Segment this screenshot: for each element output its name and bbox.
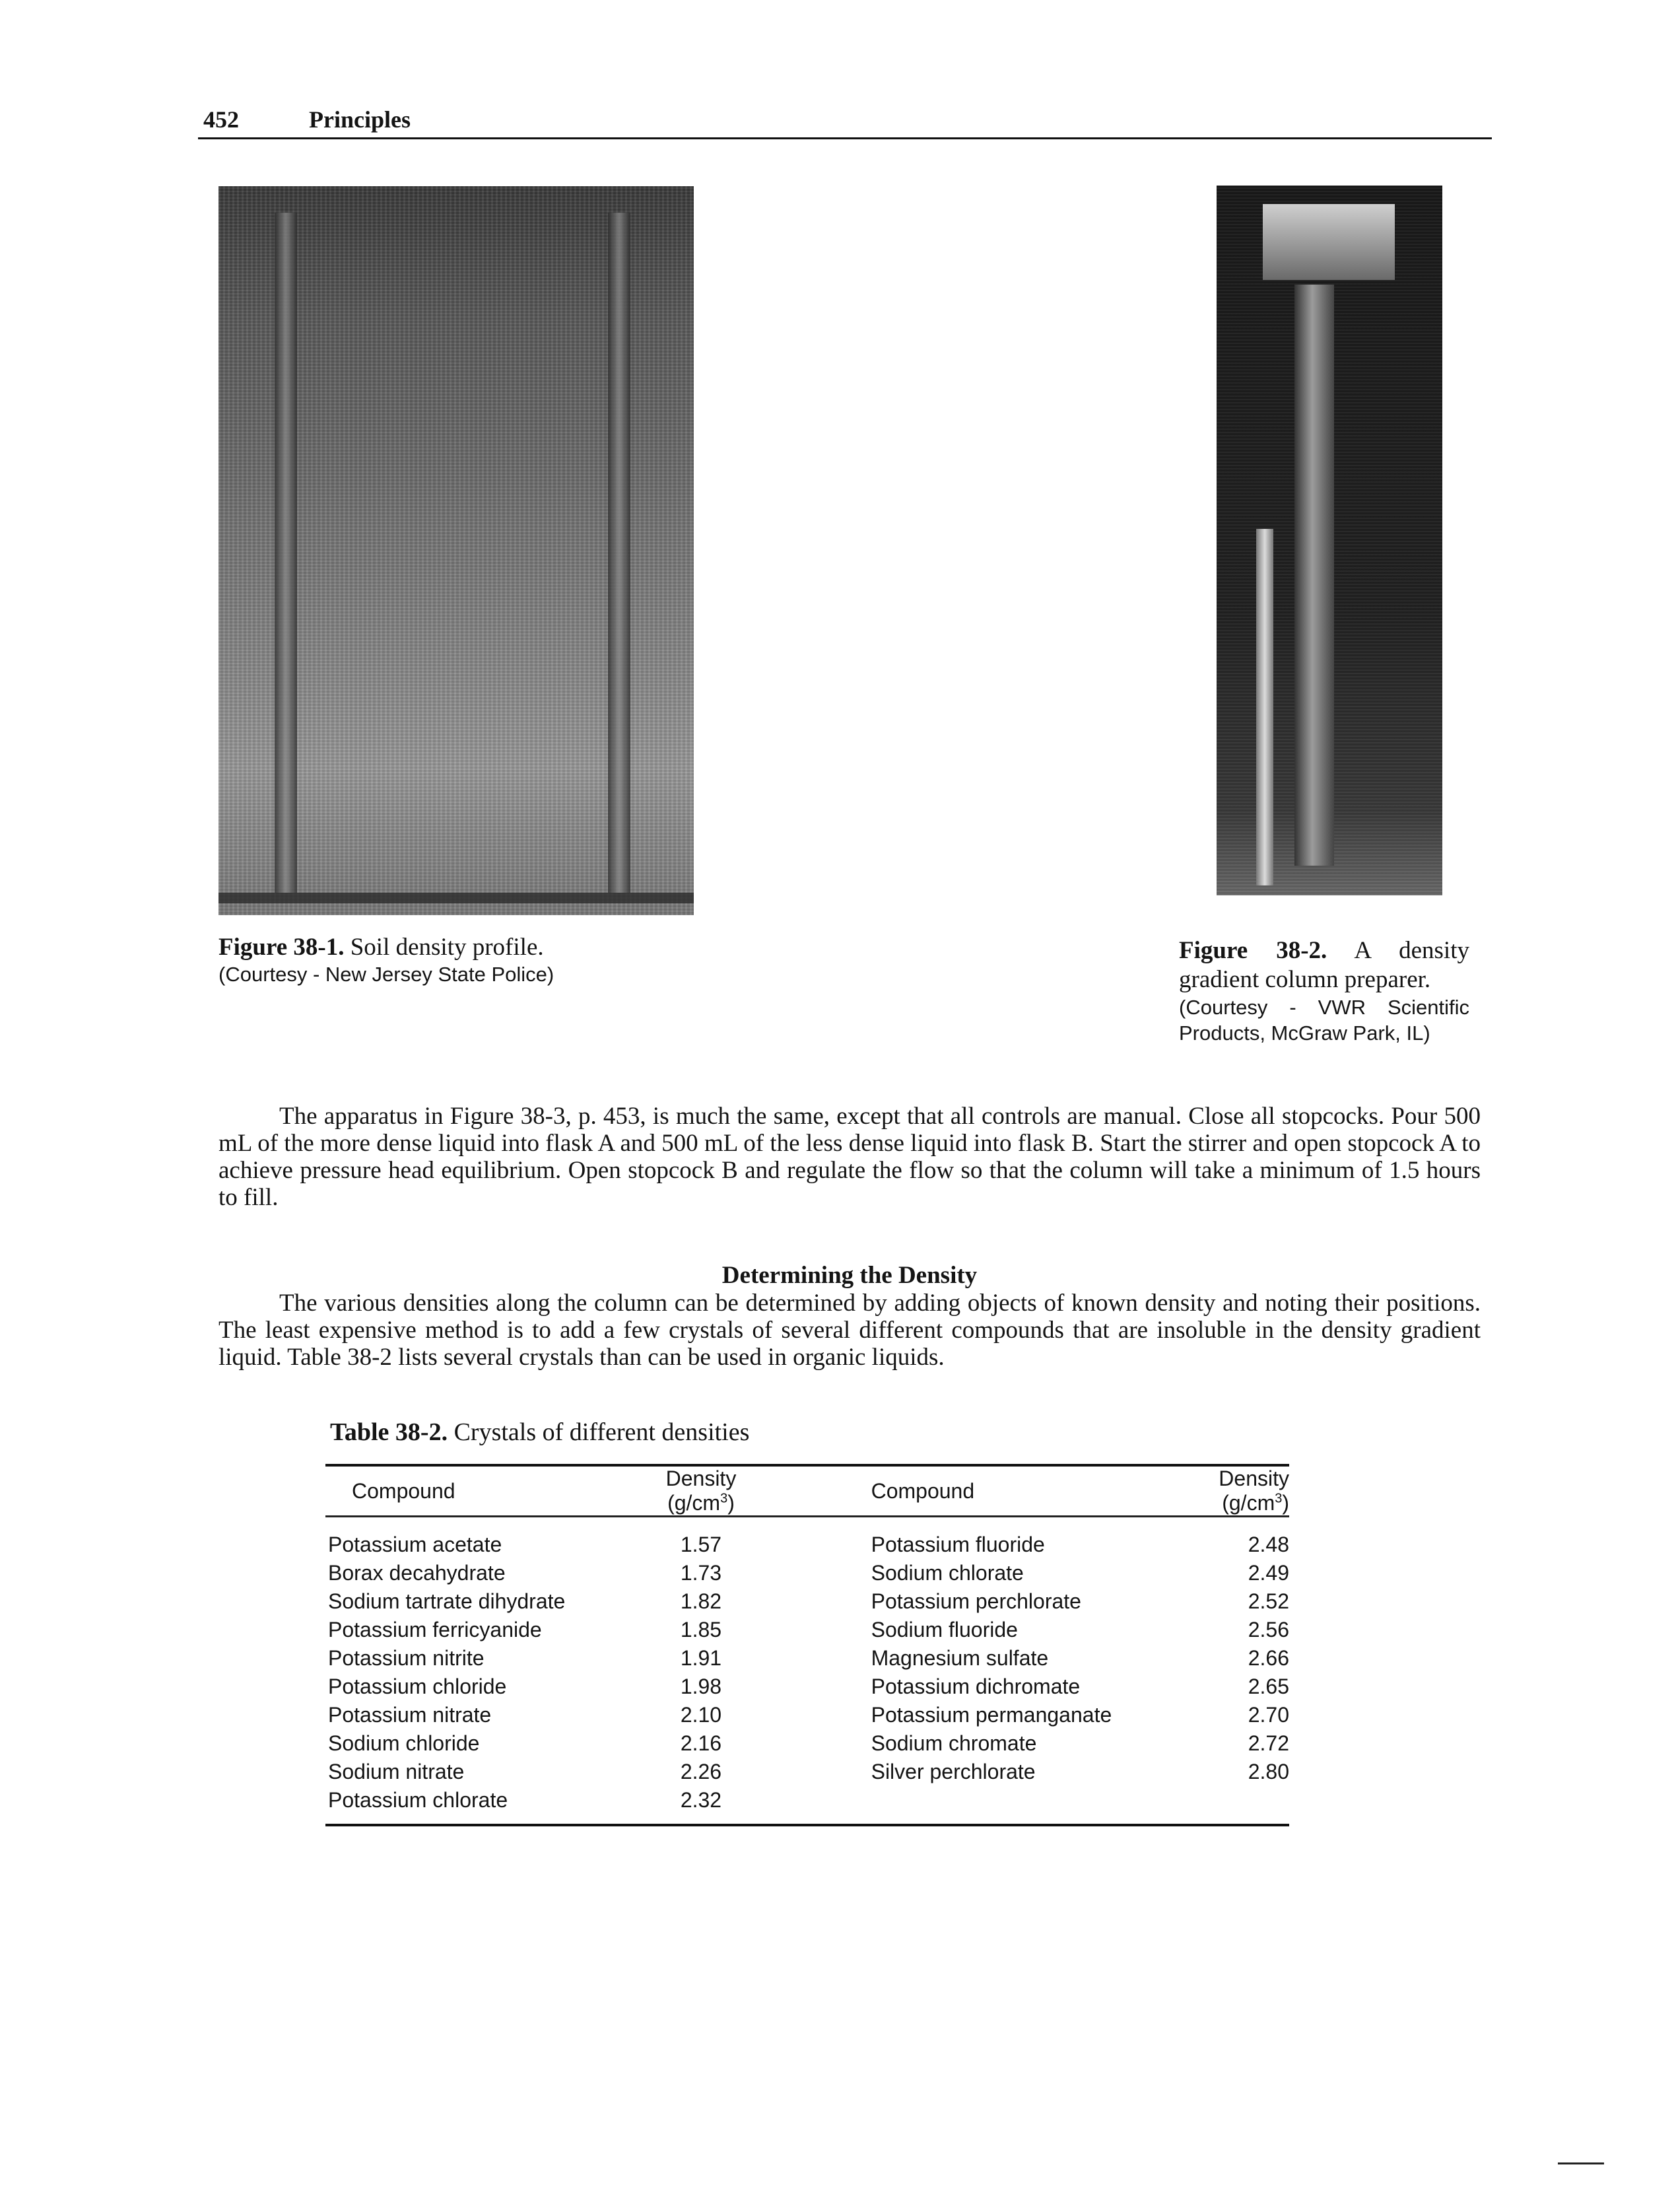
crystals-density-table: Compound Density (g/cm3) Compound Densit… [325,1464,1289,1826]
density-cell: 2.66 [1248,1646,1289,1670]
running-header: 452 Principles [198,104,1492,141]
figure-title: Soil density profile. [350,934,544,961]
table-bottom-rule [325,1824,1289,1826]
density-cell: 2.48 [1248,1533,1289,1556]
compound-cell: Sodium fluoride [871,1618,1018,1642]
table-row: Sodium tartrate dihydrate 1.82 Potassium p… [325,1587,1289,1616]
density-column-left [275,213,297,893]
table-header-rule [325,1515,1289,1517]
compound-cell: Potassium chloride [328,1675,507,1698]
table-row: Potassium chloride 1.98 Potassium dichroma… [325,1673,1289,1701]
running-title: Principles [309,106,411,133]
figure-38-2-caption: Figure 38-2. A density gradient column p… [1179,936,1469,1046]
page-number: 452 [203,106,239,133]
density-cell: 1.57 [680,1533,722,1556]
table-row: Sodium chloride 2.16 Sodium chromate 2.72 [325,1729,1289,1758]
density-cell: 2.16 [680,1731,722,1755]
table-row: Potassium nitrite 1.91 Magnesium sulfate 2.… [325,1644,1289,1673]
density-cell: 2.72 [1248,1731,1289,1755]
density-gradient-column-preparer-photo [1217,186,1442,895]
compound-cell: Potassium permanganate [871,1703,1112,1727]
column-header-density: Density (g/cm3) [1219,1467,1289,1515]
density-cell: 1.91 [680,1646,722,1670]
compound-cell: Sodium chromate [871,1731,1037,1755]
preparer-head-unit [1263,204,1395,280]
table-row: Potassium nitrate 2.10 Potassium permangan… [325,1701,1289,1729]
density-column-right [608,213,630,893]
figure-label: Figure 38-1. [218,934,345,961]
column-header-compound: Compound [352,1478,455,1503]
support-rod [1256,529,1273,885]
compound-cell: Sodium nitrate [328,1760,465,1783]
compound-cell: Potassium nitrite [328,1646,485,1670]
soil-density-profile-photo [218,186,694,915]
compound-cell: Potassium fluoride [871,1533,1045,1556]
compound-cell: Potassium perchlorate [871,1589,1081,1613]
figure-title: A density gradient column preparer. [1179,937,1469,993]
compound-cell [871,1786,1183,1824]
density-cell: 1.98 [680,1675,722,1698]
compound-cell: Silver perchlorate [871,1760,1036,1783]
table-row: Borax decahydrate 1.73 Sodium chlorate 2.49 [325,1559,1289,1587]
gradient-column [1294,285,1334,866]
table-row: Potassium chlorate 2.32 [325,1786,1289,1824]
header-rule [198,137,1492,139]
density-cell: 2.10 [680,1703,722,1727]
density-cell: 1.85 [680,1618,722,1642]
column-header-compound: Compound [871,1478,975,1503]
body-paragraph: The apparatus in Figure 38-3, p. 453, is… [218,1103,1481,1211]
column-rack-base [218,893,694,903]
density-cell: 2.56 [1248,1618,1289,1642]
footer-mark [1558,2162,1604,2164]
table-title: Crystals of different densities [453,1418,750,1446]
density-cell: 2.49 [1248,1561,1289,1585]
density-cell: 1.82 [680,1589,722,1613]
compound-cell: Magnesium sulfate [871,1646,1049,1670]
table-label: Table 38-2. [330,1418,448,1446]
figure-label: Figure 38-2. [1179,937,1327,964]
density-cell: 2.52 [1248,1589,1289,1613]
table-header-row: Compound Density (g/cm3) Compound Densit… [325,1467,1289,1515]
section-heading: Determining the Density [721,1262,978,1289]
table-body: Potassium acetate 1.57 Potassium fluoride 2… [325,1517,1289,1824]
figure-38-1-caption: Figure 38-1. Soil density profile. (Cour… [218,933,747,986]
density-cell: 1.73 [680,1561,722,1585]
compound-cell: Sodium chloride [328,1731,480,1755]
table-caption: Table 38-2. Crystals of different densit… [330,1418,749,1447]
compound-cell: Potassium ferricyanide [328,1618,542,1642]
density-cell: 2.65 [1248,1675,1289,1698]
figure-courtesy: (Courtesy - VWR Scientific Products, McG… [1179,996,1469,1045]
body-paragraph: The various densities along the column c… [218,1290,1481,1371]
table-row: Potassium acetate 1.57 Potassium fluoride 2… [325,1517,1289,1559]
density-cell [1183,1786,1289,1824]
compound-cell: Borax decahydrate [328,1561,506,1585]
compound-cell: Potassium acetate [328,1533,502,1556]
compound-cell: Sodium tartrate dihydrate [328,1589,566,1613]
density-cell: 2.32 [680,1788,722,1812]
density-cell: 2.80 [1248,1760,1289,1783]
table-row: Sodium nitrate 2.26 Silver perchlorate 2.80 [325,1758,1289,1786]
column-header-density: Density (g/cm3) [665,1467,737,1515]
table-top-rule [325,1464,1289,1467]
compound-cell: Potassium chlorate [328,1788,508,1812]
density-cell: 2.70 [1248,1703,1289,1727]
compound-cell: Sodium chlorate [871,1561,1024,1585]
compound-cell: Potassium dichromate [871,1675,1081,1698]
compound-cell: Potassium nitrate [328,1703,492,1727]
figure-courtesy: (Courtesy - New Jersey State Police) [218,963,554,986]
table-row: Potassium ferricyanide 1.85 Sodium fluorid… [325,1616,1289,1644]
density-cell: 2.26 [680,1760,722,1783]
